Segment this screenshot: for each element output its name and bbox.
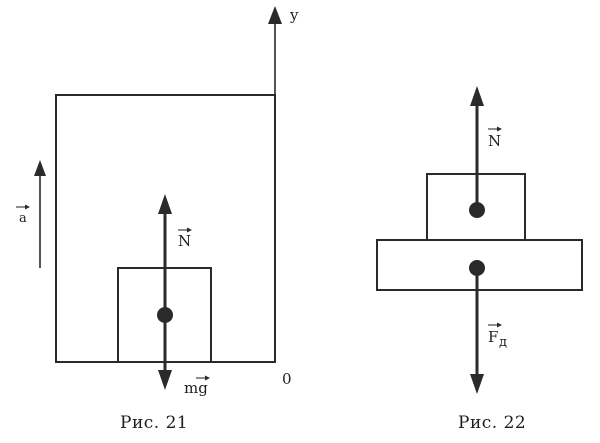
gravity-arrowhead bbox=[158, 370, 172, 390]
gravity-label-group: mg bbox=[184, 375, 210, 397]
y-axis-label: y bbox=[289, 6, 299, 24]
figure-21-caption: Рис. 21 bbox=[120, 413, 188, 433]
y-axis-arrowhead bbox=[268, 6, 282, 24]
acceleration-label: a bbox=[19, 211, 27, 226]
pressure-force-label-group: F д bbox=[488, 322, 507, 350]
normal-force-arrowhead bbox=[158, 194, 172, 214]
pressure-force-label: F bbox=[488, 328, 498, 346]
upper-block-center-dot bbox=[469, 202, 485, 218]
center-of-mass-dot bbox=[157, 307, 173, 323]
figure-22-caption: Рис. 22 bbox=[458, 413, 526, 433]
pressure-force-subscript: д bbox=[499, 335, 507, 350]
figure-22: N F д Рис. 22 bbox=[376, 86, 583, 433]
pressure-force-arrowhead bbox=[470, 374, 484, 394]
acceleration-label-group: a bbox=[16, 204, 30, 226]
acceleration-arrowhead bbox=[34, 160, 46, 176]
normal-force-label-22: N bbox=[488, 132, 501, 150]
normal-force-label-group: N bbox=[178, 227, 192, 250]
figure-21: y 0 a N mg Рис. 21 bbox=[16, 6, 299, 433]
slab-center-dot bbox=[469, 260, 485, 276]
origin-label: 0 bbox=[282, 370, 292, 388]
gravity-label: mg bbox=[184, 379, 208, 397]
normal-force-arrowhead-22 bbox=[470, 86, 484, 106]
normal-force-label: N bbox=[178, 232, 191, 250]
normal-force-label-group-22: N bbox=[488, 126, 502, 150]
